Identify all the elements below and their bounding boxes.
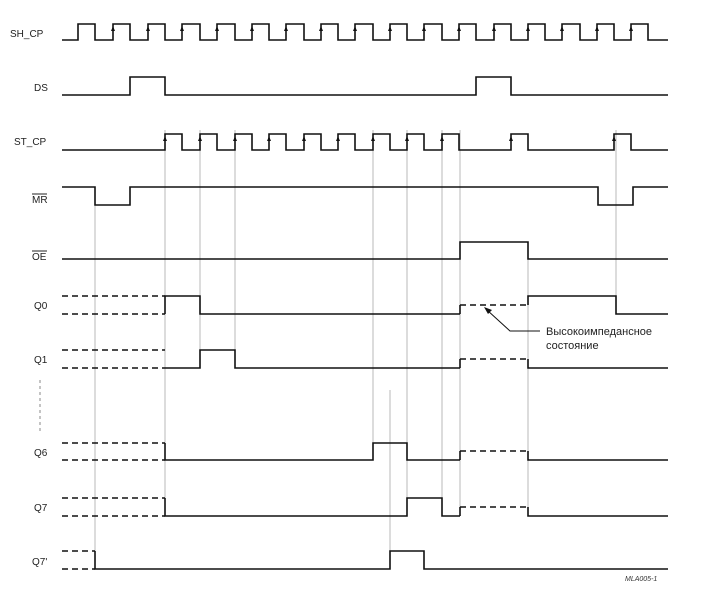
label-q1: Q1 bbox=[34, 355, 48, 366]
waveform-oe bbox=[62, 241, 668, 260]
waveform-q7-prime bbox=[62, 550, 668, 570]
waveform-q0 bbox=[62, 295, 668, 315]
waveform-q6 bbox=[62, 442, 668, 461]
label-mr: MR bbox=[32, 195, 48, 206]
label-oe: OE bbox=[32, 252, 47, 263]
annotation-line-2: состояние bbox=[546, 340, 599, 352]
label-q0: Q0 bbox=[34, 301, 48, 312]
label-q7-prime: Q7' bbox=[32, 557, 47, 568]
waveform-mr bbox=[62, 186, 668, 206]
waveform-st-cp bbox=[62, 133, 668, 151]
label-st-cp: ST_CP bbox=[14, 137, 47, 148]
label-q6: Q6 bbox=[34, 448, 48, 459]
sh-cp-edge-arrows bbox=[111, 26, 633, 31]
waveform-sh-cp bbox=[62, 23, 668, 41]
st-cp-edge-arrows bbox=[163, 136, 616, 141]
waveform-ds bbox=[62, 76, 668, 96]
signal-labels: SH_CP DS ST_CP MR OE Q0 Q1 Q6 Q7 Q7' bbox=[10, 29, 48, 568]
waveform-q7 bbox=[62, 497, 668, 517]
label-q7: Q7 bbox=[34, 503, 48, 514]
callout-arrowhead bbox=[484, 307, 492, 314]
label-ds: DS bbox=[34, 83, 48, 94]
waveform-q1 bbox=[62, 349, 668, 369]
figure-code: MLA005-1 bbox=[625, 576, 657, 583]
guide-lines bbox=[39, 130, 617, 566]
annotation-line-1: Высокоимпедансное bbox=[546, 326, 652, 338]
high-impedance-callout: Высокоимпедансное состояние bbox=[484, 307, 652, 352]
label-sh-cp: SH_CP bbox=[10, 29, 44, 40]
